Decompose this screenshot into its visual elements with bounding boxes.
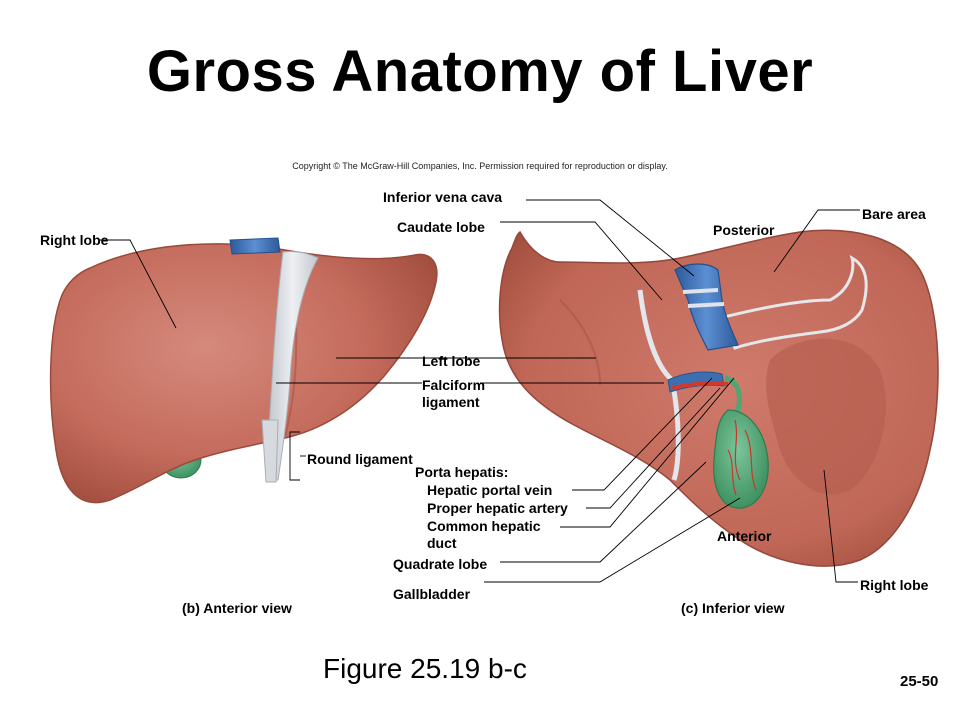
label-hepatic-portal-vein: Hepatic portal vein <box>427 482 553 498</box>
leader-lines <box>100 199 860 583</box>
label-common-hepatic-duct: Common hepatic duct <box>427 518 541 551</box>
anterior-liver <box>49 237 438 504</box>
label-porta-hepatis: Porta hepatis: <box>415 464 509 480</box>
copyright-notice: Copyright © The McGraw-Hill Companies, I… <box>292 161 668 171</box>
label-gallbladder: Gallbladder <box>393 586 471 602</box>
proper-hepatic-artery-vessel <box>671 381 729 390</box>
page-title: Gross Anatomy of Liver <box>146 39 814 104</box>
anterior-liver-body <box>49 243 438 504</box>
label-posterior: Posterior <box>713 222 775 238</box>
anterior-falciform-ligament <box>267 251 319 481</box>
label-round-ligament: Round ligament <box>307 451 413 467</box>
inferior-liver <box>498 229 939 567</box>
label-proper-hepatic-artery: Proper hepatic artery <box>427 500 568 516</box>
anterior-round-ligament <box>261 419 279 483</box>
label-caudate-lobe: Caudate lobe <box>397 219 485 235</box>
label-falciform-ligament: Falciform ligament <box>422 377 486 410</box>
inferior-vena-cava-vessel <box>674 263 739 351</box>
label-right-lobe-inferior: Right lobe <box>860 577 929 593</box>
label-quadrate-lobe: Quadrate lobe <box>393 556 488 572</box>
label-anterior: Anterior <box>717 528 772 544</box>
anterior-vena-cava <box>229 237 281 255</box>
figure-reference: Figure 25.19 b-c <box>323 653 527 684</box>
label-inferior-vena-cava: Inferior vena cava <box>383 189 503 205</box>
label-left-lobe: Left lobe <box>422 353 481 369</box>
bare-area-outline <box>717 255 868 350</box>
caption-anterior-view: (b) Anterior view <box>182 600 292 616</box>
slide-number: 25-50 <box>900 673 939 690</box>
label-right-lobe-anterior: Right lobe <box>40 232 109 248</box>
caption-inferior-view: (c) Inferior view <box>681 600 785 616</box>
label-bare-area: Bare area <box>862 206 926 222</box>
